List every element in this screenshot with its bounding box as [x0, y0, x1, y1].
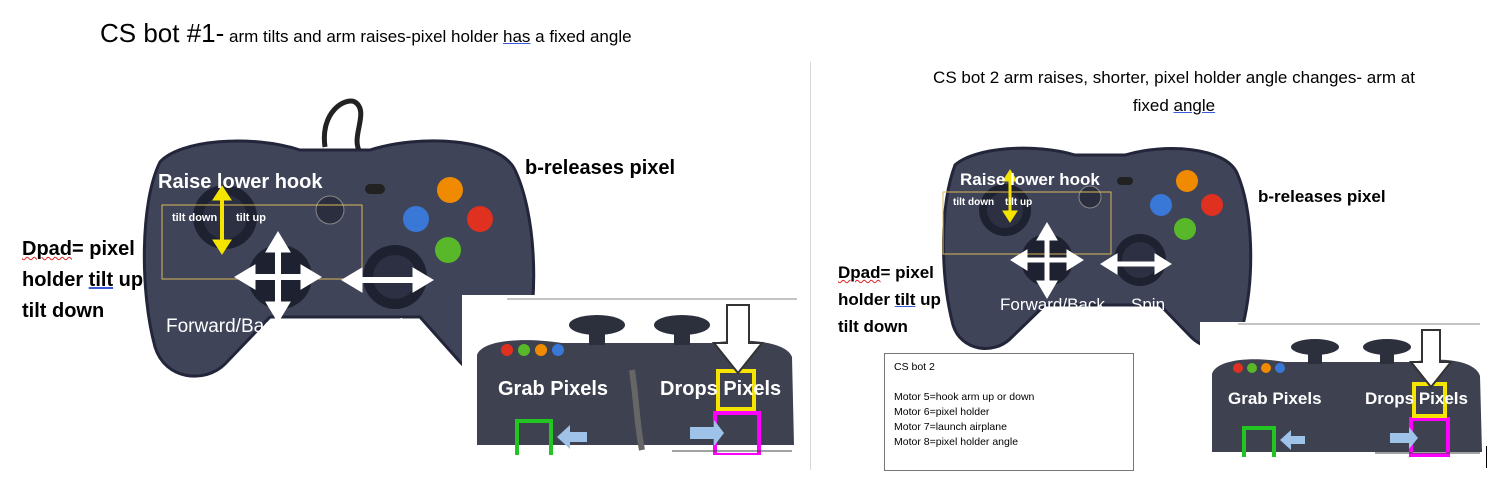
left-raise-lower-label: Raise lower hook	[158, 171, 323, 193]
right-stick-left-cap	[987, 192, 1023, 228]
left-b-releases-label: b-releases pixel	[525, 157, 676, 179]
right-raise-arrow	[1002, 169, 1018, 223]
left-raise-arrow	[212, 185, 232, 255]
right-title-angle: angle	[1173, 96, 1216, 115]
right-button-y	[1176, 170, 1198, 192]
right-start-button	[1117, 177, 1133, 185]
right-edge-line	[1486, 446, 1487, 468]
right-title-fixed: fixed	[1132, 96, 1174, 115]
right-forward-back-label: Forward/Back	[1000, 295, 1105, 314]
left-stick-left-cap	[203, 195, 247, 239]
left-drop-pointer-icon	[690, 420, 724, 446]
left-button-y	[437, 177, 463, 203]
left-drops-label: Drops Pixels	[660, 378, 782, 400]
left-tilt-down-line: tilt down	[22, 300, 105, 322]
left-holder-word: holder	[22, 269, 89, 291]
right-grab-label: Grab Pixels	[1228, 389, 1322, 408]
right-stick-right-cap	[1122, 242, 1158, 278]
notes-line-motor6: Motor 6=pixel holder	[894, 406, 990, 418]
right-grab-box	[1242, 426, 1276, 457]
left-controller-cable	[321, 98, 364, 154]
left-grab-pointer-icon	[557, 425, 587, 449]
left-dpad-label: Dpad= pixel holder tilt up tilt down	[22, 234, 143, 327]
right-dpad-label: Dpad= pixel holder tilt up tilt down	[838, 259, 941, 340]
left-tilt-up-label: tilt up	[236, 212, 266, 224]
right-grab-pointer-icon	[1280, 430, 1305, 450]
left-title-main: CS bot #1-	[100, 18, 225, 48]
left-dpad-rest: = pixel	[72, 238, 135, 260]
left-tilt-word: tilt	[88, 269, 114, 291]
motor-notes-box: CS bot 2 Motor 5=hook arm up or down Mot…	[884, 353, 1134, 471]
right-tilt-up-label: tilt up	[1005, 197, 1033, 208]
notes-line-motor8: Motor 8=pixel holder angle	[894, 436, 1019, 448]
right-dpad-rest: = pixel	[880, 263, 934, 282]
left-spin-label: Spin	[376, 316, 415, 337]
left-grab-box	[515, 419, 553, 455]
notes-line-motor5: Motor 5=hook arm up or down	[894, 391, 1035, 403]
left-move-arrows	[234, 231, 322, 323]
right-raise-lower-label: Raise lower hook	[960, 170, 1100, 189]
left-button-a	[435, 237, 461, 263]
left-spin-arrow	[341, 267, 434, 293]
right-button-x	[1150, 194, 1172, 216]
right-b-releases-label: b-releases pixel	[1258, 187, 1386, 206]
right-down-arrow-icon	[1408, 329, 1454, 389]
left-button-b	[467, 206, 493, 232]
right-controller-image	[942, 146, 1253, 350]
right-move-arrows	[1010, 222, 1084, 299]
right-dpad-word: Dpad	[838, 263, 881, 282]
right-spin-arrow	[1100, 253, 1172, 275]
left-forward-back-label: Forward/Back	[166, 316, 284, 337]
right-button-b	[1201, 194, 1223, 216]
left-title-sub-b: a fixed angle	[530, 27, 632, 46]
right-tilt-down-line: tilt down	[838, 317, 908, 336]
right-up-word: up	[915, 290, 941, 309]
right-button-a	[1174, 218, 1196, 240]
right-tilt-down-label: tilt down	[953, 197, 995, 208]
right-drops-label: Drops Pixels	[1365, 389, 1468, 408]
left-up-word: up	[113, 269, 144, 291]
right-drop-pointer-icon	[1390, 427, 1418, 449]
right-title-line1: CS bot 2 arm raises, shorter, pixel hold…	[933, 68, 1415, 87]
left-start-button	[365, 184, 385, 194]
right-tilt-word: tilt	[894, 290, 916, 309]
left-tilt-down-label: tilt down	[172, 212, 218, 224]
left-dpad-word: Dpad	[22, 238, 72, 260]
left-title: CS bot #1- arm tilts and arm raises-pixe…	[100, 18, 632, 49]
left-down-arrow-icon	[711, 304, 765, 375]
panel-divider	[810, 62, 811, 470]
right-title: CS bot 2 arm raises, shorter, pixel hold…	[880, 64, 1468, 120]
left-logo-icon	[315, 195, 345, 225]
left-title-sub: arm tilts and arm raises-pixel holder ha…	[224, 27, 632, 46]
left-title-sub-a: arm tilts and arm raises-pixel holder	[224, 27, 504, 46]
left-title-has: has	[503, 27, 531, 46]
left-button-x	[403, 206, 429, 232]
right-spin-label: Spin	[1131, 295, 1166, 314]
left-trigger-inset	[462, 295, 797, 455]
notes-heading: CS bot 2	[894, 361, 935, 373]
left-controller-image	[142, 98, 536, 379]
right-trigger-inset	[1200, 322, 1485, 457]
right-holder-word: holder	[838, 290, 895, 309]
notes-line-motor7: Motor 7=launch airplane	[894, 421, 1007, 433]
left-grab-label: Grab Pixels	[498, 378, 609, 400]
